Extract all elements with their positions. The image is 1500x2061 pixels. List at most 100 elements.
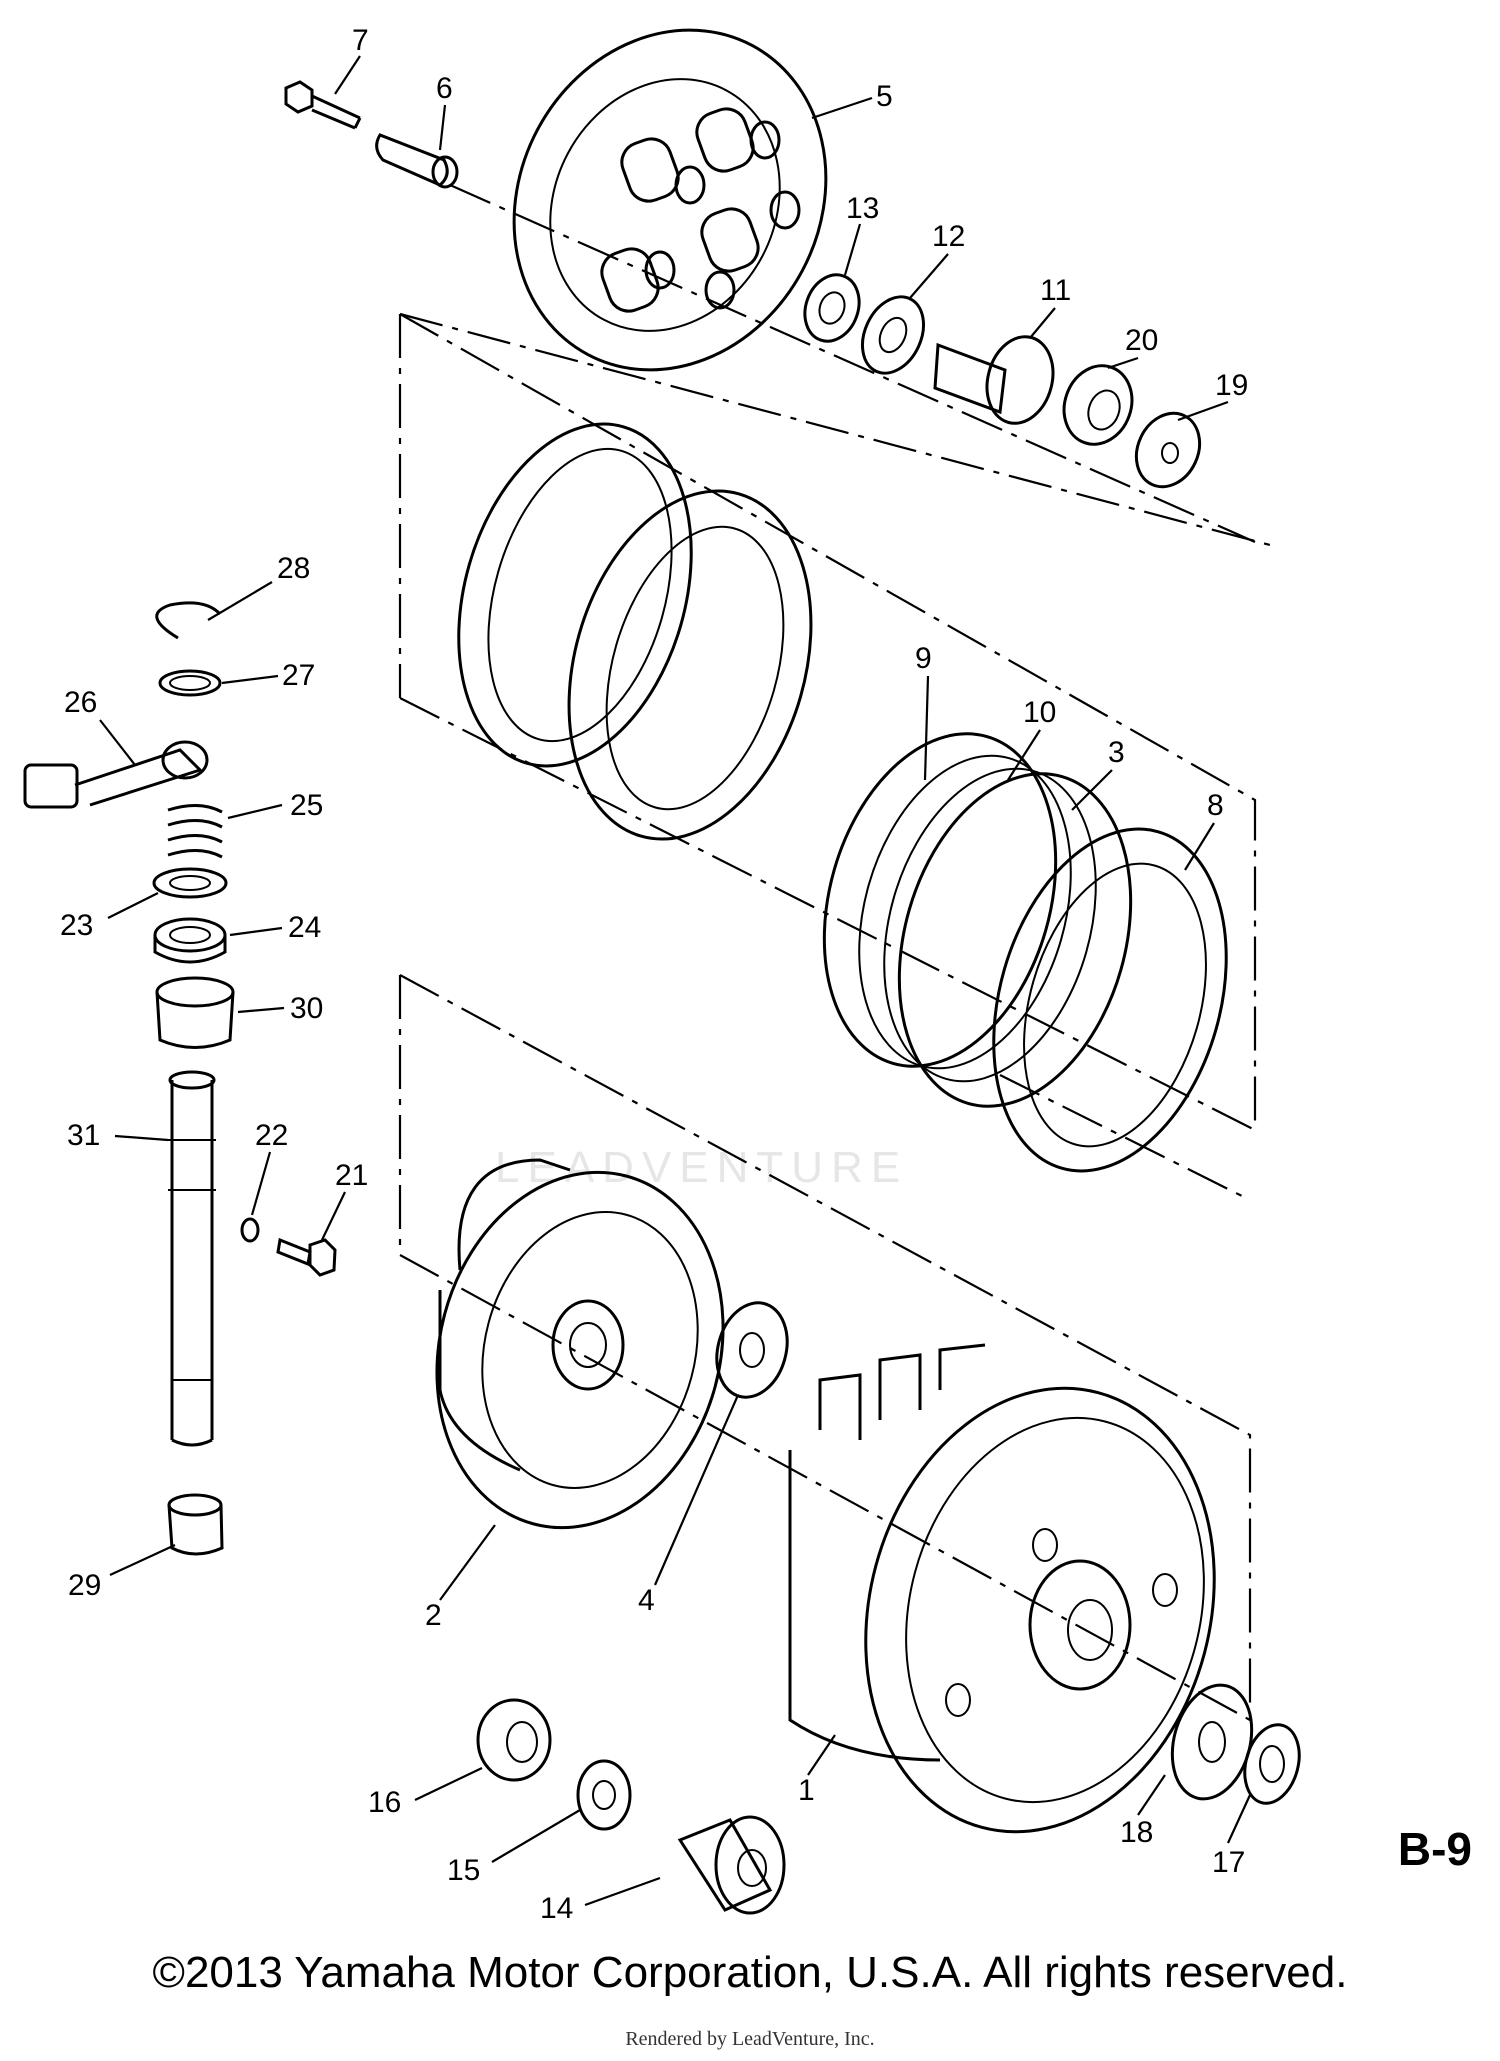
callout-8: 8: [1184, 789, 1224, 871]
callout-4: 4: [638, 1394, 740, 1617]
page-code: B-9: [1397, 1823, 1472, 1875]
callout-21: 21: [321, 1159, 368, 1241]
svg-text:9: 9: [915, 642, 932, 675]
svg-text:11: 11: [1040, 274, 1071, 307]
lock-washer-4: [715, 1301, 789, 1399]
pressure-plate-5: [512, 28, 828, 372]
bolt-21: [276, 1237, 337, 1277]
svg-text:14: 14: [540, 1892, 573, 1925]
collar-6: [375, 133, 459, 189]
svg-text:5: 5: [876, 80, 893, 113]
clutch-housing-1: [788, 1343, 1216, 1834]
clutch-plate-left: [567, 489, 813, 841]
svg-text:6: 6: [436, 72, 453, 105]
rendered-by-note: Rendered by LeadVenture, Inc.: [625, 2028, 875, 2050]
svg-text:7: 7: [352, 24, 369, 57]
svg-text:4: 4: [638, 1584, 655, 1617]
gear-14: [677, 1815, 786, 1915]
washer-27: [158, 669, 222, 697]
svg-text:16: 16: [368, 1786, 401, 1819]
callout-25: 25: [227, 789, 323, 822]
svg-text:15: 15: [447, 1854, 480, 1887]
callout-12: 12: [909, 220, 965, 299]
lever-26: [23, 740, 209, 809]
svg-text:28: 28: [277, 552, 310, 585]
svg-text:10: 10: [1023, 696, 1056, 729]
callout-17: 17: [1212, 1794, 1251, 1879]
bearing-12: [861, 295, 925, 375]
callout-15: 15: [447, 1809, 581, 1887]
svg-text:21: 21: [335, 1159, 368, 1192]
svg-text:23: 23: [60, 909, 93, 942]
svg-text:26: 26: [64, 686, 97, 719]
svg-text:30: 30: [290, 992, 323, 1025]
push-rod-11: [933, 335, 1055, 425]
svg-text:12: 12: [932, 220, 965, 253]
copyright-notice: ©2013 Yamaha Motor Corporation, U.S.A. A…: [152, 1948, 1348, 1997]
nut-16: [476, 1698, 552, 1782]
callout-24: 24: [229, 911, 321, 944]
assembly-outline-upper: [398, 312, 1271, 1131]
bolt-7: [284, 80, 362, 130]
lock-washer-19: [1134, 411, 1202, 489]
callout-9: 9: [915, 642, 932, 781]
svg-text:18: 18: [1120, 1816, 1153, 1849]
friction-plate-left: [457, 422, 693, 768]
svg-text:25: 25: [290, 789, 323, 822]
plate-stack-9-10-3: [822, 732, 1133, 1108]
washer-17: [1243, 1723, 1301, 1805]
callout-31: 31: [67, 1119, 169, 1152]
callout-3: 3: [1071, 736, 1125, 811]
washer-15: [576, 1759, 632, 1831]
washer-22: [240, 1217, 260, 1243]
svg-text:13: 13: [846, 192, 879, 225]
svg-text:1: 1: [798, 1774, 815, 1807]
nut-20: [1062, 364, 1134, 446]
callout-2: 2: [425, 1524, 496, 1632]
svg-text:31: 31: [67, 1119, 100, 1152]
callout-1: 1: [798, 1734, 836, 1807]
assembly-outline-lower: [398, 974, 1252, 1721]
clutch-boss-2: [435, 1158, 725, 1530]
svg-text:17: 17: [1212, 1846, 1245, 1879]
spring-25: [167, 804, 223, 859]
shift-shaft-31: [168, 1070, 216, 1447]
friction-plate-8: [992, 827, 1228, 1173]
axis-lines: [449, 183, 1256, 1201]
callout-16: 16: [368, 1767, 483, 1819]
circlip-28: [155, 601, 222, 640]
svg-text:24: 24: [288, 911, 321, 944]
bearing-29: [167, 1493, 224, 1556]
callout-20: 20: [1107, 324, 1158, 370]
callout-11: 11: [1029, 274, 1071, 339]
svg-text:3: 3: [1108, 736, 1125, 769]
callout-18: 18: [1120, 1774, 1166, 1849]
callout-27: 27: [221, 659, 315, 692]
callout-19: 19: [1177, 369, 1248, 422]
callout-26: 26: [64, 686, 136, 766]
svg-text:19: 19: [1215, 369, 1248, 402]
watermark: LEADVENTURE: [495, 1143, 908, 1192]
washer-13: [803, 273, 861, 343]
callout-10: 10: [1007, 696, 1056, 781]
callout-7: 7: [334, 24, 369, 95]
callout-23: 23: [60, 892, 159, 942]
callout-6: 6: [436, 72, 453, 151]
callout-13: 13: [843, 192, 879, 276]
svg-text:2: 2: [425, 1599, 442, 1632]
callout-28: 28: [207, 552, 310, 621]
callout-22: 22: [250, 1119, 288, 1216]
svg-text:22: 22: [255, 1119, 288, 1152]
callout-30: 30: [237, 992, 323, 1025]
callout-5: 5: [811, 80, 893, 120]
oil-seal-24: [153, 917, 227, 964]
callout-14: 14: [540, 1876, 661, 1925]
svg-text:29: 29: [68, 1569, 101, 1602]
svg-text:20: 20: [1125, 324, 1158, 357]
svg-text:8: 8: [1207, 789, 1224, 822]
callout-29: 29: [68, 1544, 176, 1602]
collar-23: [152, 867, 228, 899]
bearing-30: [155, 976, 235, 1049]
svg-text:27: 27: [282, 659, 315, 692]
